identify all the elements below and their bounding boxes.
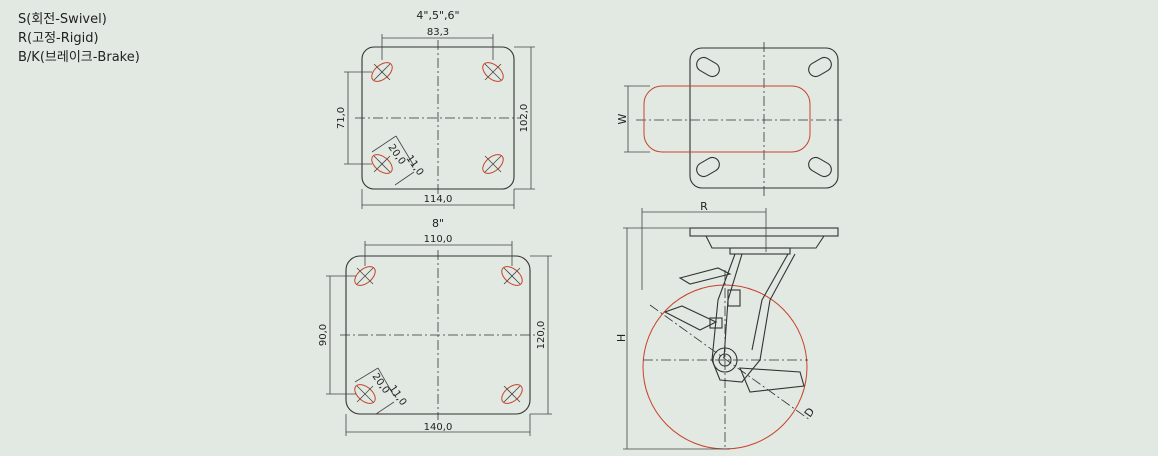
dim-height-small: 102,0 bbox=[519, 104, 530, 133]
label-sizes-small: 4",5",6" bbox=[416, 9, 459, 22]
label-h: H bbox=[615, 334, 628, 342]
plate-small-slots bbox=[371, 62, 504, 174]
dim-hole-spacing-x-small: 83,3 bbox=[427, 27, 449, 38]
label-size-large: 8" bbox=[432, 217, 444, 230]
label-w: W bbox=[616, 113, 629, 124]
dim-hole-spacing-y-small: 71,0 bbox=[336, 107, 347, 129]
legend-brake: B/K(브레이크-Brake) bbox=[18, 50, 140, 65]
top-view: W bbox=[616, 42, 842, 196]
side-top-plate bbox=[689, 227, 839, 237]
dim-slot-b-small: 11,0 bbox=[404, 153, 426, 178]
legend: S(회전-Swivel) R(고정-Rigid) B/K(브레이크-Brake) bbox=[18, 10, 140, 67]
legend-swivel: S(회전-Swivel) bbox=[18, 12, 107, 27]
dim-width-large: 140,0 bbox=[424, 422, 453, 433]
legend-rigid: R(고정-Rigid) bbox=[18, 31, 99, 46]
dim-slot-a-small: 20,0 bbox=[386, 142, 408, 167]
dim-height-large: 120,0 bbox=[536, 321, 547, 350]
top-view-wheel-outline bbox=[643, 85, 811, 153]
plate-large: 110,0 8" 90,0 120,0 140,0 20,0 11,0 bbox=[318, 217, 552, 436]
label-d: D bbox=[802, 405, 818, 419]
side-view: R H D bbox=[615, 200, 839, 450]
label-r: R bbox=[700, 200, 708, 213]
plate-small: 83,3 4",5",6" 71,0 102,0 114,0 20,0 11,0 bbox=[336, 9, 535, 209]
dim-hole-spacing-x-large: 110,0 bbox=[424, 234, 453, 245]
plate-large-slots bbox=[354, 266, 523, 404]
dim-slot-b-large: 11,0 bbox=[387, 383, 409, 408]
dim-width-small: 114,0 bbox=[424, 194, 453, 205]
dim-hole-spacing-y-large: 90,0 bbox=[318, 324, 329, 346]
